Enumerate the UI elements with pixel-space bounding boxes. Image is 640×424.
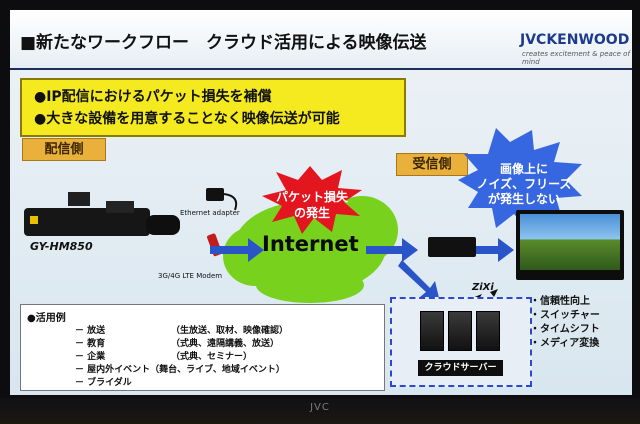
balloon-text-2: ノイズ、フリーズ — [476, 177, 572, 191]
use-case-detail: （生放送、取材、映像確認） — [171, 326, 289, 336]
burst-text-2: の発生 — [293, 206, 330, 220]
use-case-name: － 教育 — [75, 339, 106, 349]
internet-label: Internet — [262, 232, 359, 256]
monitor-screen — [520, 214, 620, 270]
network-diagram — [24, 128, 582, 304]
tv-brand-label: JVC — [310, 402, 330, 413]
info-balloon-icon — [458, 128, 582, 230]
server-icon — [448, 311, 472, 351]
camera-icon — [24, 192, 180, 236]
use-cases-heading: ●活用例 — [27, 313, 66, 324]
server-icon — [476, 311, 500, 351]
balloon-text-1: 画像上に — [499, 162, 548, 176]
use-cases-box: ●活用例 － 放送 （生放送、取材、映像確認） － 教育 （式典、遠隔講義、放送… — [20, 304, 385, 391]
brand-tagline: creates excitement & peace of mind — [522, 50, 630, 66]
use-case-detail: （式典、遠隔講義、放送） — [171, 339, 280, 349]
internet-cloud-icon — [223, 196, 398, 303]
feature-item: ・タイムシフト — [530, 324, 600, 335]
use-case-name: － 企業 — [75, 352, 106, 362]
use-case-name: － 放送 — [75, 326, 106, 336]
decoder-device-icon — [428, 237, 476, 257]
balloon-text-3: が発生しない — [487, 192, 560, 206]
feature-item: ・スイッチャー — [530, 310, 600, 321]
server-icon — [420, 311, 444, 351]
key-point-1: ●IP配信におけるパケット損失を補償 — [34, 89, 272, 105]
presentation-slide: ■新たなワークフロー クラウド活用による映像伝送 JVCKENWOOD crea… — [10, 10, 632, 395]
camera-model-label: GY-HM850 — [30, 240, 93, 253]
receiver-tag: 受信側 — [396, 153, 468, 176]
brand-logo: JVCKENWOOD — [520, 32, 630, 48]
key-point-2: ●大きな設備を用意することなく映像伝送が可能 — [34, 111, 340, 127]
title-bar: ■新たなワークフロー クラウド活用による映像伝送 JVCKENWOOD crea… — [10, 10, 632, 70]
sender-tag: 配信側 — [22, 138, 106, 161]
packet-loss-burst-icon — [262, 166, 362, 234]
ethernet-adapter-icon — [206, 188, 238, 211]
zixi-label: ZiXi — [472, 282, 494, 293]
tv-bezel-bottom — [0, 398, 640, 424]
slide-title: ■新たなワークフロー クラウド活用による映像伝送 — [20, 33, 427, 53]
monitor-icon — [516, 210, 624, 280]
feature-item: ・メディア変換 — [530, 338, 600, 349]
modem-label: 3G/4G LTE Modem — [158, 272, 223, 280]
use-case-name: － ブライダル — [75, 378, 132, 388]
zixi-logo-icon — [472, 289, 498, 304]
key-points-box: ●IP配信におけるパケット損失を補償 ●大きな設備を用意することなく映像伝送が可… — [20, 78, 406, 137]
burst-text-1: パケット損失 — [275, 190, 348, 204]
cloud-server-label: クラウドサーバー — [418, 360, 503, 376]
ethernet-label: Ethernet adapter — [180, 209, 240, 217]
feature-item: ・信頼性向上 — [530, 296, 590, 307]
flow-arrows — [210, 238, 514, 302]
use-case-detail: （式典、セミナー） — [171, 352, 253, 362]
use-case-name: － 屋内外イベント（舞台、ライブ、地域イベント） — [75, 365, 285, 375]
